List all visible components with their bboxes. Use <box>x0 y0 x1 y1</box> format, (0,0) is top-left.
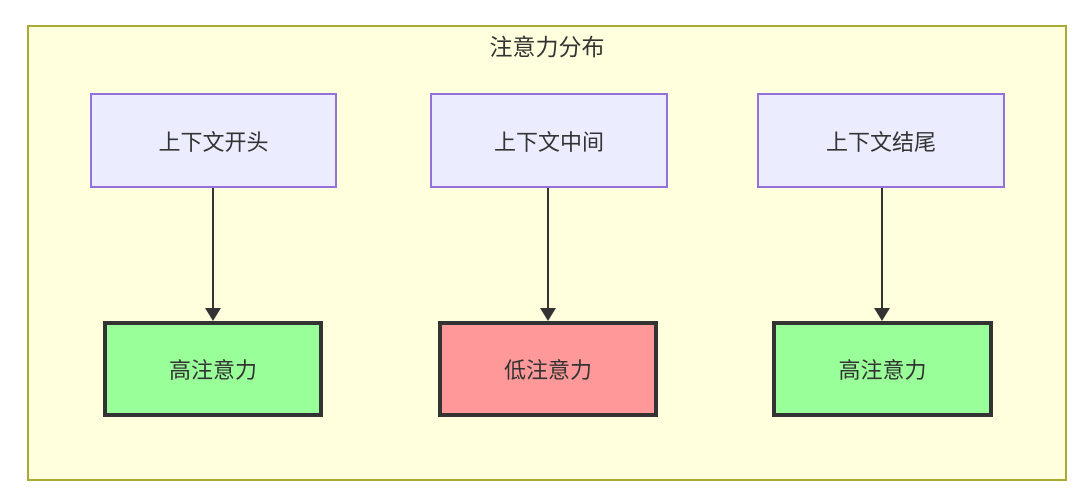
arrow-head <box>874 308 890 321</box>
node-low-attention: 低注意力 <box>438 321 658 417</box>
arrow-line <box>547 188 549 308</box>
node-high-attention-2: 高注意力 <box>772 321 993 417</box>
node-high-attention-1: 高注意力 <box>103 321 323 417</box>
arrow-line <box>212 188 214 308</box>
node-label: 上下文结尾 <box>825 129 936 155</box>
diagram-title: 注意力分布 <box>489 34 605 60</box>
node-label: 低注意力 <box>503 358 592 383</box>
arrow-head <box>205 308 221 321</box>
arrow-down-icon <box>874 188 890 321</box>
arrow-down-icon <box>540 188 556 321</box>
node-context-middle: 上下文中间 <box>430 93 668 188</box>
node-context-end: 上下文结尾 <box>757 93 1005 188</box>
arrow-down-icon <box>205 188 221 321</box>
node-label: 上下文中间 <box>493 129 604 155</box>
node-label: 高注意力 <box>168 358 257 383</box>
arrow-line <box>881 188 883 308</box>
arrow-head <box>540 308 556 321</box>
node-context-beginning: 上下文开头 <box>90 93 337 188</box>
node-label: 高注意力 <box>838 358 927 383</box>
node-label: 上下文开头 <box>158 129 269 155</box>
